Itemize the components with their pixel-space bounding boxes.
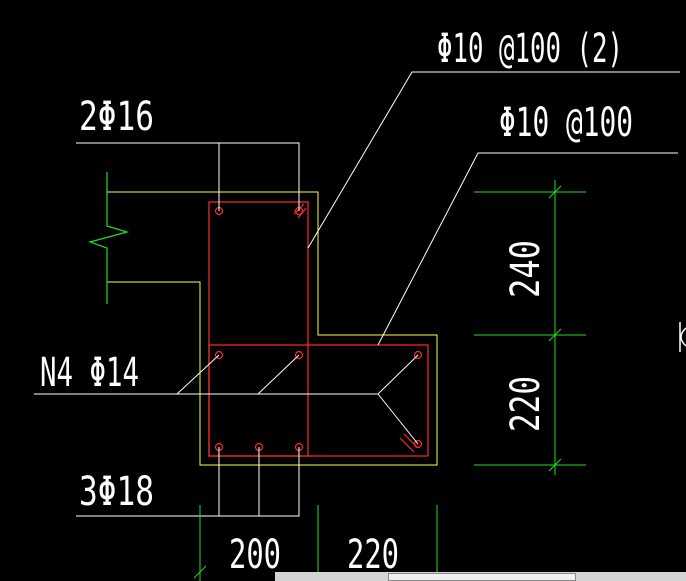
dimension-horizontal — [193, 505, 438, 581]
rebar-mid-left — [214, 350, 224, 360]
concrete-outline — [107, 191, 438, 466]
cutoff-text-fragment — [679, 322, 686, 352]
rebar-flange-bottom — [413, 439, 423, 449]
rebar-mid-center — [294, 350, 304, 360]
status-bar-field[interactable] — [388, 573, 576, 581]
bottom-bars-label: 3Φ18 — [79, 469, 154, 515]
rebar-dots — [214, 206, 423, 452]
stirrup-single-label: Φ10 @100 — [499, 100, 633, 146]
stirrup-double-label: Φ10 @100 (2) — [437, 26, 623, 72]
leader-lines — [34, 71, 680, 517]
stirrup-hooks — [293, 203, 419, 453]
stirrup-web — [208, 201, 309, 457]
flange-width-dimension: 220 — [347, 532, 399, 578]
lower-height-dimension: 220 — [503, 376, 549, 432]
stirrup-flange — [208, 344, 429, 457]
top-bars-label: 2Φ16 — [79, 94, 154, 140]
dimension-vertical — [474, 180, 586, 475]
rebar-flange-top — [413, 350, 423, 360]
side-bars-label: N4 Φ14 — [40, 350, 139, 396]
break-line-symbol — [87, 172, 130, 304]
status-bar — [275, 572, 686, 581]
upper-height-dimension: 240 — [503, 240, 549, 298]
web-width-dimension: 200 — [229, 532, 281, 578]
